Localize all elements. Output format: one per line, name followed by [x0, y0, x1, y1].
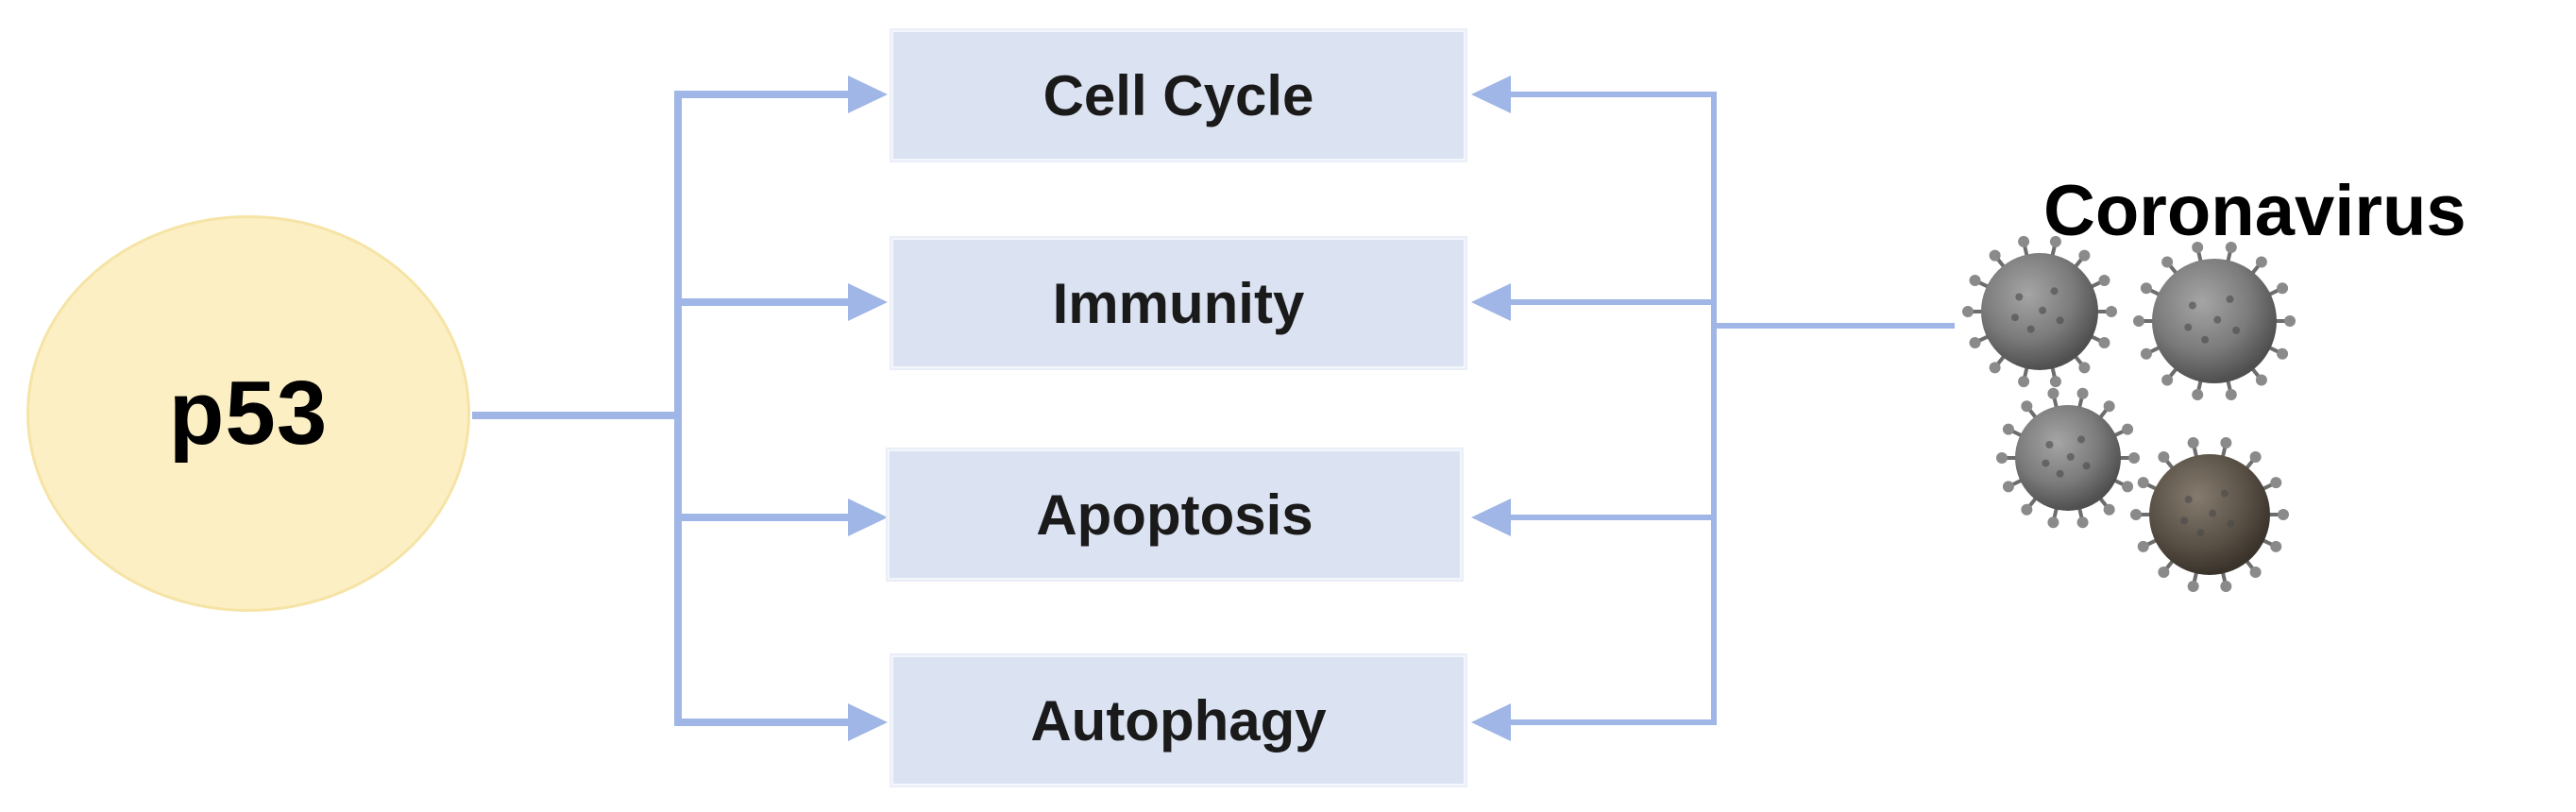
p53-arrowheads	[848, 76, 888, 741]
virus-arrowheads	[1471, 76, 1511, 741]
virus-particle-4	[2130, 436, 2289, 593]
arrowhead-left-autophagy	[1471, 703, 1511, 741]
arrowhead-left-apoptosis	[1471, 499, 1511, 536]
coronavirus-cluster	[1962, 236, 2296, 593]
coronavirus-label: Coronavirus	[2043, 171, 2466, 251]
process-label-autophagy: Autophagy	[1030, 688, 1327, 753]
arrowhead-left-cell-cycle	[1471, 76, 1511, 113]
p53-connectors	[472, 91, 867, 726]
process-label-cell-cycle: Cell Cycle	[1042, 63, 1314, 127]
arrowhead-immunity	[848, 283, 888, 321]
virus-particle-2	[2133, 242, 2296, 400]
arrowhead-apoptosis	[848, 499, 888, 536]
arrowhead-left-immunity	[1471, 283, 1511, 321]
virus-connectors	[1492, 92, 1955, 725]
process-box-immunity: Immunity	[890, 236, 1467, 370]
process-box-cell-cycle: Cell Cycle	[890, 28, 1467, 162]
virus-particle-3	[1996, 387, 2140, 529]
process-box-autophagy: Autophagy	[890, 653, 1467, 787]
p53-node: p53	[26, 215, 470, 612]
p53-label: p53	[168, 363, 329, 464]
arrowhead-autophagy	[848, 703, 888, 741]
process-label-apoptosis: Apoptosis	[1036, 482, 1313, 547]
process-label-immunity: Immunity	[1052, 271, 1305, 335]
arrowhead-cell-cycle	[848, 76, 888, 113]
process-box-apoptosis: Apoptosis	[886, 448, 1464, 582]
virus-particle-1	[1962, 236, 2117, 388]
